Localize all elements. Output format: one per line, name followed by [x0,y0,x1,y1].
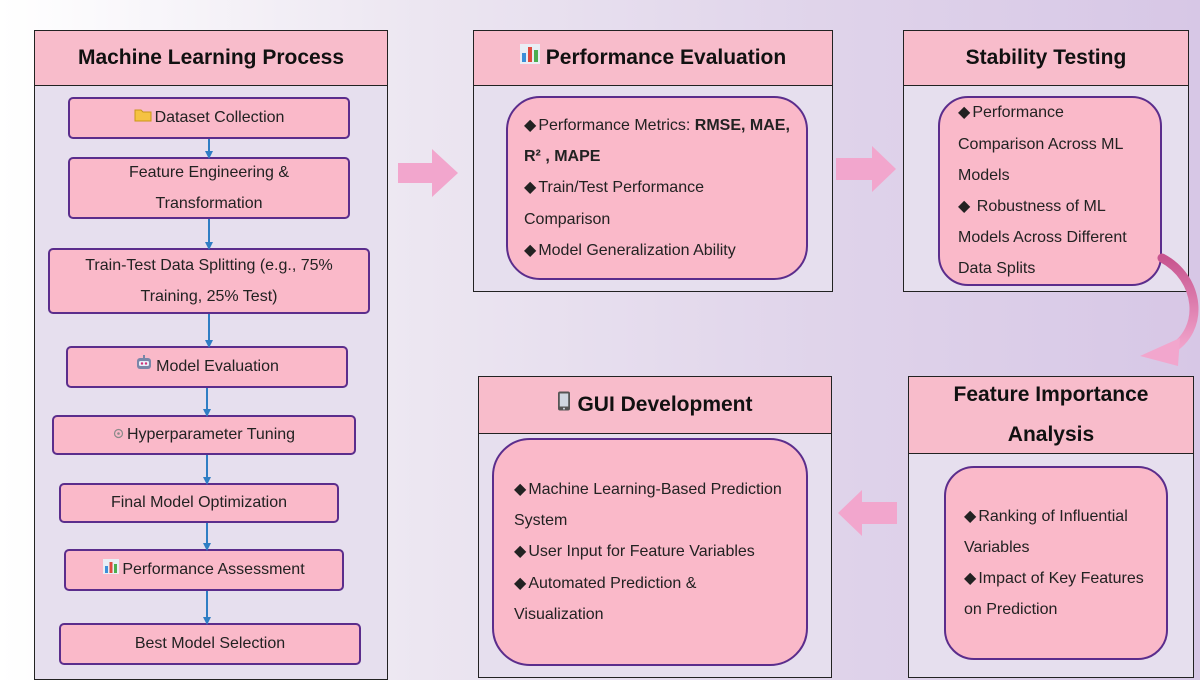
bullet-user-input: ◆User Input for Feature Variables [514,543,755,561]
step-label: Train-Test Data Splitting (e.g., 75% Tra… [85,256,333,305]
step-train-test-split: Train-Test Data Splitting (e.g., 75% Tra… [48,248,370,314]
gui-development-title: GUI Development [478,376,832,434]
metrics-list: RMSE, MAE, R² , MAPE [524,117,790,166]
folder-icon [134,102,152,133]
gui-development-title-text: GUI Development [577,393,753,417]
performance-evaluation-box: ◆Performance Metrics: RMSE, MAE, R² , MA… [506,96,808,280]
gear-icon [113,419,124,450]
stability-testing-title: Stability Testing [903,30,1189,86]
bar-chart-icon [519,38,540,78]
bullet-impact: ◆Impact of Key Features on Prediction [964,570,1144,619]
step-dataset-collection: Dataset Collection [68,97,350,139]
step-best-model-selection: Best Model Selection [59,623,361,665]
bullet-automated-prediction: ◆Automated Prediction & Visualization [514,574,697,623]
bullet-robustness: ◆ Robustness of ML Models Across Differe… [958,198,1127,278]
step-model-evaluation: Model Evaluation [66,346,348,388]
gui-development-box: ◆Machine Learning-Based Prediction Syste… [492,438,808,666]
bullet-performance-metrics: ◆Performance Metrics: RMSE, MAE, R² , MA… [524,117,790,166]
bar-chart-icon [103,554,120,585]
step-feature-engineering: Feature Engineering & Transformation [68,157,350,219]
ml-process-title: Machine Learning Process [34,30,388,86]
feature-importance-box: ◆Ranking of Influential Variables ◆Impac… [944,466,1168,660]
step-label: Performance Assessment [122,561,305,579]
flow-arrow-right [398,149,458,197]
performance-evaluation-title: Performance Evaluation [473,30,833,86]
flow-arrow-left [838,490,897,536]
step-label: Best Model Selection [134,635,286,653]
curved-flow-arrow-head [1140,338,1180,366]
feature-importance-title: Feature Importance Analysis [908,376,1194,454]
stability-testing-box: ◆Performance Comparison Across ML Models… [938,96,1162,286]
step-label: Feature Engineering & Transformation [128,163,290,212]
step-label: Hyperparameter Tuning [126,426,296,444]
flow-arrow-right [836,146,896,192]
step-label: Model Evaluation [156,358,279,376]
step-final-model-optimization: Final Model Optimization [59,483,339,523]
phone-icon [557,385,571,425]
step-label: Dataset Collection [154,109,285,127]
bullet-performance-comparison: ◆Performance Comparison Across ML Models [958,104,1123,184]
performance-evaluation-title-text: Performance Evaluation [545,46,787,70]
bullet-generalization: ◆Model Generalization Ability [524,241,736,259]
step-label: Final Model Optimization [110,494,288,512]
bullet-train-test-comparison: ◆Train/Test Performance Comparison [524,179,704,228]
bullet-ranking: ◆Ranking of Influential Variables [964,507,1128,556]
bullet-prediction-system: ◆Machine Learning-Based Prediction Syste… [514,481,782,530]
robot-icon [135,351,153,382]
curved-flow-arrow [1157,253,1199,355]
